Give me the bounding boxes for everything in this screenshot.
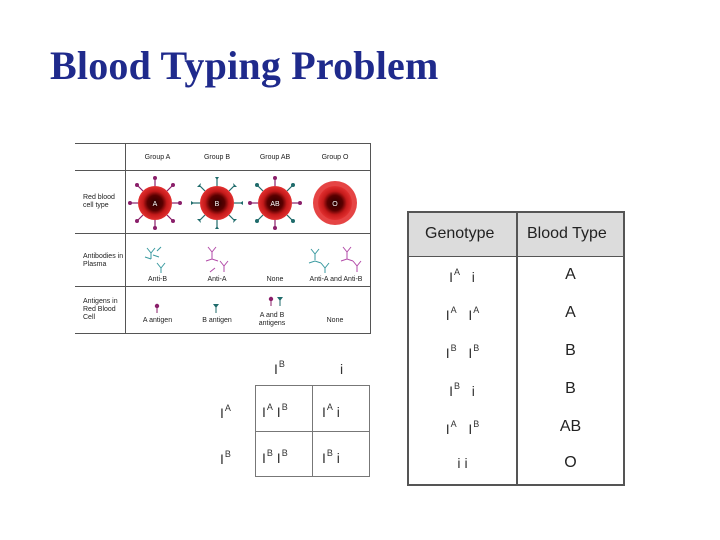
table-row: IA IA A [409, 295, 623, 333]
antibody-b-icon [144, 246, 166, 273]
genotype-cell: IA i [449, 267, 475, 285]
row-label-antigens: Antigens in Red Blood Cell [83, 298, 118, 321]
antigen-b-icon [213, 304, 219, 313]
genotype-cell: IB IB [445, 343, 480, 361]
genotype-table: Genotype Blood Type IA i A IA IA A IB IB… [407, 211, 625, 486]
blood-type-cell: A [565, 304, 576, 321]
punnett-top-allele-1: IB [274, 359, 285, 377]
punnett-grid: IA IB IA i IB IB IB i [255, 385, 370, 477]
cells-illustration: A B AB O [128, 176, 362, 313]
header-blood-type: Blood Type [527, 225, 607, 242]
rbc-ab-icon [248, 176, 302, 230]
row-label-rbc: Red blood cell type [83, 194, 115, 209]
blood-type-cell: B [565, 342, 576, 359]
table-row: i i O [409, 445, 623, 483]
col-header-b: Group B [203, 154, 231, 161]
antigen-ab-icon [268, 296, 283, 306]
blood-type-cell: AB [559, 418, 582, 435]
col-header-a: Group A [144, 154, 171, 161]
rbc-label-o: O [332, 201, 338, 208]
antibody-a-icon [205, 246, 229, 273]
table-row: IA IB AB [409, 409, 623, 447]
rbc-label-b: B [215, 201, 220, 208]
table-row: IB i B [409, 371, 623, 409]
punnett-cell: IA IB [262, 402, 288, 420]
rbc-b-icon [191, 177, 243, 229]
punnett-cell: IB i [322, 448, 340, 466]
rbc-label-a: A [153, 201, 158, 208]
punnett-top-allele-2: i [340, 361, 344, 377]
col-header-ab: Group AB [259, 154, 291, 161]
antigen-label-b: B antigen [202, 317, 232, 324]
row-label-antibodies: Antibodies in Plasma [83, 253, 124, 268]
antigen-label-o: None [326, 317, 344, 324]
genotype-cell: IA IB [445, 419, 480, 437]
col-header-o: Group O [321, 154, 349, 161]
genotype-cell: IB i [449, 381, 475, 399]
blood-group-chart: Group A Group B Group AB Group O Red blo… [75, 143, 371, 334]
blood-type-cell: B [565, 380, 576, 397]
genotype-cell: IA IA [445, 305, 480, 323]
antibody-label-b: Anti-A [207, 276, 227, 283]
page-title: Blood Typing Problem [50, 43, 439, 88]
antibody-label-a: Anti-B [147, 276, 168, 283]
blood-type-cell: A [565, 266, 576, 283]
antibody-label-ab: None [266, 276, 284, 283]
table-row: IA i A [409, 257, 623, 295]
antibody-label-o: Anti-A and Anti-B [309, 276, 363, 283]
genotype-cell: i i [457, 455, 468, 471]
antigen-a-icon [154, 303, 160, 313]
header-genotype: Genotype [425, 225, 495, 242]
rbc-a-icon [128, 176, 182, 230]
antigen-label-a: A antigen [142, 317, 173, 324]
rbc-label-ab: AB [270, 201, 280, 208]
punnett-square: IB i IA IB IA IB IA i IB IB IB i [210, 355, 380, 485]
table-row: IB IB B [409, 333, 623, 371]
rbc-o-icon [313, 181, 357, 225]
punnett-left-allele-1: IA [220, 403, 231, 421]
punnett-cell: IA i [322, 402, 340, 420]
blood-type-cell: O [564, 454, 577, 471]
antibody-ab-icon [308, 246, 362, 273]
punnett-left-allele-2: IB [220, 449, 231, 467]
antigen-label-ab: A and B antigens [258, 312, 286, 327]
punnett-cell: IB IB [262, 448, 288, 466]
